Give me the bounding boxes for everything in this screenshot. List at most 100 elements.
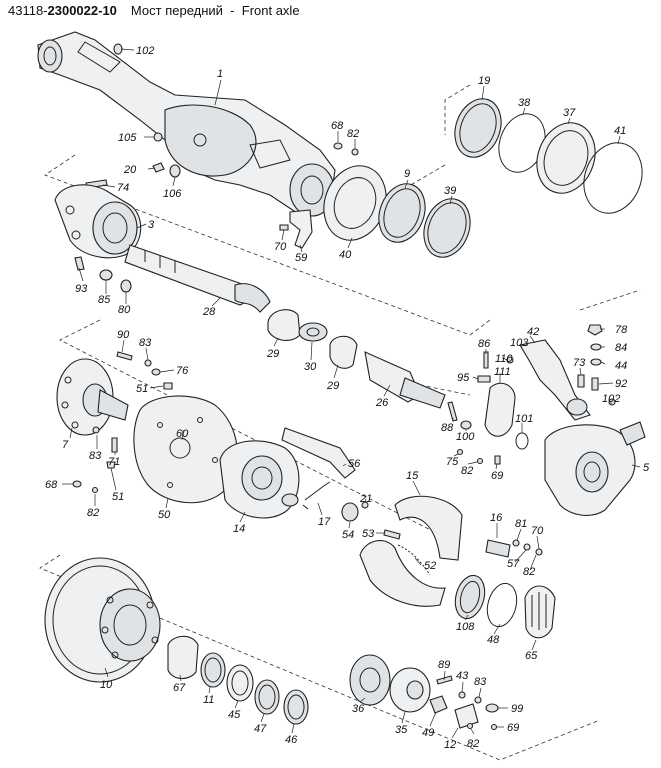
callout-19: 19: [478, 75, 490, 87]
callout-83: 83: [139, 337, 152, 349]
callout-99: 99: [511, 703, 523, 715]
callout-101: 101: [515, 413, 533, 425]
callout-40: 40: [339, 249, 352, 261]
drawing-code-number: 2300022-10: [47, 3, 117, 18]
callout-83-third: 83: [474, 676, 487, 688]
callout-21: 21: [359, 493, 372, 505]
callout-89: 89: [438, 659, 450, 671]
callout-65: 65: [525, 650, 538, 662]
callout-51: 51: [136, 383, 148, 395]
callout-14: 14: [233, 523, 245, 535]
callout-86: 86: [478, 338, 491, 350]
callout-93: 93: [75, 283, 88, 295]
callout-44: 44: [615, 360, 627, 372]
callout-35: 35: [395, 724, 408, 736]
callout-51-second: 51: [112, 491, 124, 503]
callout-71: 71: [108, 456, 120, 468]
callout-70: 70: [274, 241, 287, 253]
callout-60: 60: [176, 428, 189, 440]
callout-82-third: 82: [523, 566, 535, 578]
callout-95: 95: [457, 372, 470, 384]
callout-29: 29: [266, 348, 279, 360]
leader-lines: [62, 48, 641, 739]
callout-108: 108: [456, 621, 475, 633]
callout-47: 47: [254, 723, 267, 735]
nut-106: [169, 164, 181, 178]
callout-90: 90: [117, 329, 130, 341]
housing-small-parts: [279, 142, 359, 249]
callout-43: 43: [456, 670, 469, 682]
callout-7: 7: [62, 439, 69, 451]
small-parts-16-81-70-57: [485, 539, 543, 558]
brake-shoes-15-52: [359, 495, 463, 607]
seal-rings-40-9-39: [323, 165, 471, 258]
callout-100: 100: [456, 431, 475, 443]
steering-arm-42: [519, 339, 591, 421]
callout-92: 92: [615, 378, 627, 390]
callout-68: 68: [331, 120, 344, 132]
plug-102: [113, 43, 123, 55]
kingpin-parts: [447, 351, 529, 465]
callout-85: 85: [98, 294, 111, 306]
callout-74: 74: [117, 182, 129, 194]
callout-labels: 1 102 105 20 106 74 3 93 85 80 28 68 82 …: [45, 45, 650, 751]
callout-102: 102: [136, 45, 154, 57]
title-russian: Мост передний: [130, 3, 223, 18]
fasteners-right: [577, 324, 616, 406]
callout-16: 16: [490, 512, 503, 524]
callout-11: 11: [203, 694, 214, 706]
callout-53: 53: [362, 528, 375, 540]
callout-37: 37: [563, 107, 576, 119]
callout-12: 12: [444, 739, 456, 751]
axle-shaft-28: [124, 244, 271, 313]
hub-cover-parts: [349, 654, 499, 731]
hub-flange-7: [56, 351, 133, 436]
boundary-knuckle-group: [579, 289, 641, 311]
callout-17: 17: [318, 516, 331, 528]
callout-39: 39: [444, 185, 456, 197]
boundary-hub-group: [59, 319, 451, 541]
plug-105: [153, 132, 163, 142]
boundary-wheel-group: [39, 554, 601, 761]
callout-82-fifth: 82: [467, 738, 479, 750]
callout-69-second: 69: [507, 722, 519, 734]
callout-102-second: 102: [602, 393, 620, 405]
callout-30: 30: [304, 361, 317, 373]
wheel-bearings-washers: [167, 635, 309, 725]
pivot-housing-3: [54, 184, 142, 293]
callout-29-second: 29: [326, 380, 339, 392]
callout-48: 48: [487, 634, 500, 646]
callout-10: 10: [100, 679, 113, 691]
callout-70-second: 70: [531, 525, 544, 537]
callout-38: 38: [518, 97, 531, 109]
page-title: 43118-2300022-10 Мост передний - Front ax…: [8, 3, 300, 18]
breather-20: [152, 162, 165, 173]
callout-15: 15: [406, 470, 419, 482]
hub-small-parts: [72, 359, 173, 494]
callout-52: 52: [424, 560, 436, 572]
joint-parts: [267, 309, 446, 409]
callout-110: 110: [495, 353, 513, 365]
callout-36: 36: [352, 703, 365, 715]
boundary-seal-group: [444, 84, 471, 135]
brake-drum-10: [44, 557, 161, 683]
title-english: Front axle: [241, 3, 300, 18]
callout-20: 20: [123, 164, 137, 176]
callout-28: 28: [202, 306, 216, 318]
callout-88: 88: [441, 422, 454, 434]
callout-69: 69: [491, 470, 503, 482]
callout-26: 26: [375, 397, 389, 409]
callout-46: 46: [285, 734, 298, 746]
callout-105: 105: [118, 132, 137, 144]
title-dash: -: [230, 3, 235, 18]
boundary-kingpin-group: [419, 384, 471, 396]
brake-shield-50: [133, 395, 238, 504]
bearing-rings-108-48-65: [454, 574, 556, 639]
callout-82-second: 82: [87, 507, 99, 519]
callout-59: 59: [295, 252, 307, 264]
callout-49: 49: [422, 727, 434, 739]
drawing-code-prefix: 43118-: [8, 3, 48, 18]
callout-75: 75: [446, 456, 459, 468]
callout-42: 42: [527, 326, 539, 338]
callout-41: 41: [614, 125, 626, 137]
